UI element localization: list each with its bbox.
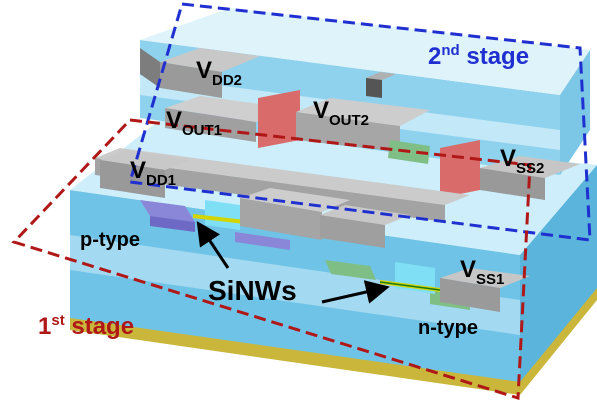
vss1-metal-front: [440, 278, 500, 312]
stage1-label: 1st stage: [38, 312, 134, 340]
vdd2-metal-left: [140, 48, 160, 88]
vdd1-label: VDD1: [130, 157, 176, 189]
red-contact-right: [440, 140, 480, 198]
small-cube-top: [366, 72, 396, 80]
middle-bar-top: [95, 148, 470, 205]
lower-bar-front: [320, 215, 385, 248]
vss2-label: VSS2: [500, 145, 544, 177]
n-type-nanowire-core: [379, 281, 441, 291]
lower-bar-top: [320, 205, 410, 225]
vout1-label: VOUT1: [166, 107, 222, 139]
vout2-metal-front: [296, 112, 400, 152]
n-type-label: n-type: [418, 317, 478, 339]
stage2-metals: [140, 48, 580, 200]
lower-oxide-band: [70, 235, 520, 335]
vdd1-metal-top: [100, 150, 190, 170]
substrate-layer: [70, 285, 597, 395]
sinws-label: SiNWs: [208, 275, 297, 306]
vout1-metal-front: [165, 108, 256, 142]
vout2-label: VOUT2: [313, 97, 369, 129]
p-type-label: p-type: [80, 229, 140, 251]
vdd2-metal-top: [160, 48, 260, 72]
arrow-to-n-nanowire: [321, 280, 390, 304]
p-type-nanowire: [192, 214, 246, 224]
small-cube-front: [366, 78, 382, 98]
stage2-outline: [128, 2, 592, 242]
vdd2-metal-front: [160, 62, 222, 98]
central-gate-foot: [235, 232, 290, 250]
red-contact-upper: [258, 90, 300, 148]
vss2-metal-front: [480, 168, 545, 200]
upper-oxide-top: [140, 8, 590, 95]
vss1-metal-top: [440, 268, 530, 288]
stage1-elements: [100, 150, 530, 312]
stage2-label: 2nd stage: [428, 42, 529, 70]
arrow-to-p-nanowire: [196, 221, 230, 269]
gate-region-p: [205, 200, 240, 230]
vdd2-label: VDD2: [196, 57, 242, 89]
n-contact-mid: [325, 260, 376, 280]
stage1-outline: [11, 118, 532, 400]
central-gate-front: [240, 198, 322, 240]
vss1-label: VSS1: [460, 256, 504, 288]
p-contact-lower-front: [150, 216, 195, 232]
central-gate-top: [240, 188, 350, 212]
vout2-metal-top: [296, 98, 430, 126]
lower-oxide-side: [520, 165, 597, 382]
vdd1-metal-front: [100, 160, 165, 198]
